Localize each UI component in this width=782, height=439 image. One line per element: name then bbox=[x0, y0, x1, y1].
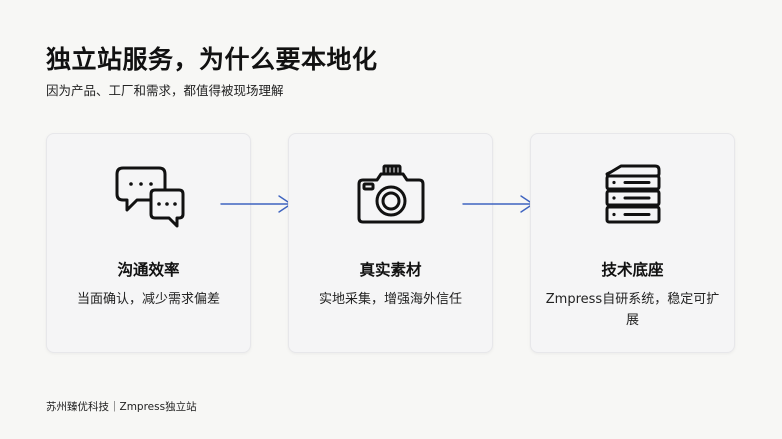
card-tech-foundation: 技术底座 Zmpress自研系统，稳定可扩展 bbox=[530, 133, 735, 353]
card-title: 技术底座 bbox=[601, 261, 664, 279]
card-description: Zmpress自研系统，稳定可扩展 bbox=[545, 292, 720, 328]
card-title: 真实素材 bbox=[359, 261, 422, 279]
card-description: 实地采集，增强海外信任 bbox=[318, 292, 462, 307]
footer-company: 苏州臻优科技｜Zmpress独立站 bbox=[46, 401, 197, 413]
page-title: 独立站服务，为什么要本地化 bbox=[46, 45, 378, 74]
card-description: 当面确认，减少需求偏差 bbox=[76, 292, 220, 307]
server-stack-icon bbox=[597, 164, 669, 228]
camera-icon bbox=[355, 164, 427, 228]
card-communication: 沟通效率 当面确认，减少需求偏差 bbox=[46, 133, 251, 353]
chat-bubbles-icon bbox=[113, 164, 185, 228]
card-title: 沟通效率 bbox=[117, 261, 180, 279]
card-real-material: 真实素材 实地采集，增强海外信任 bbox=[288, 133, 493, 353]
page-subtitle: 因为产品、工厂和需求，都值得被现场理解 bbox=[46, 83, 284, 98]
